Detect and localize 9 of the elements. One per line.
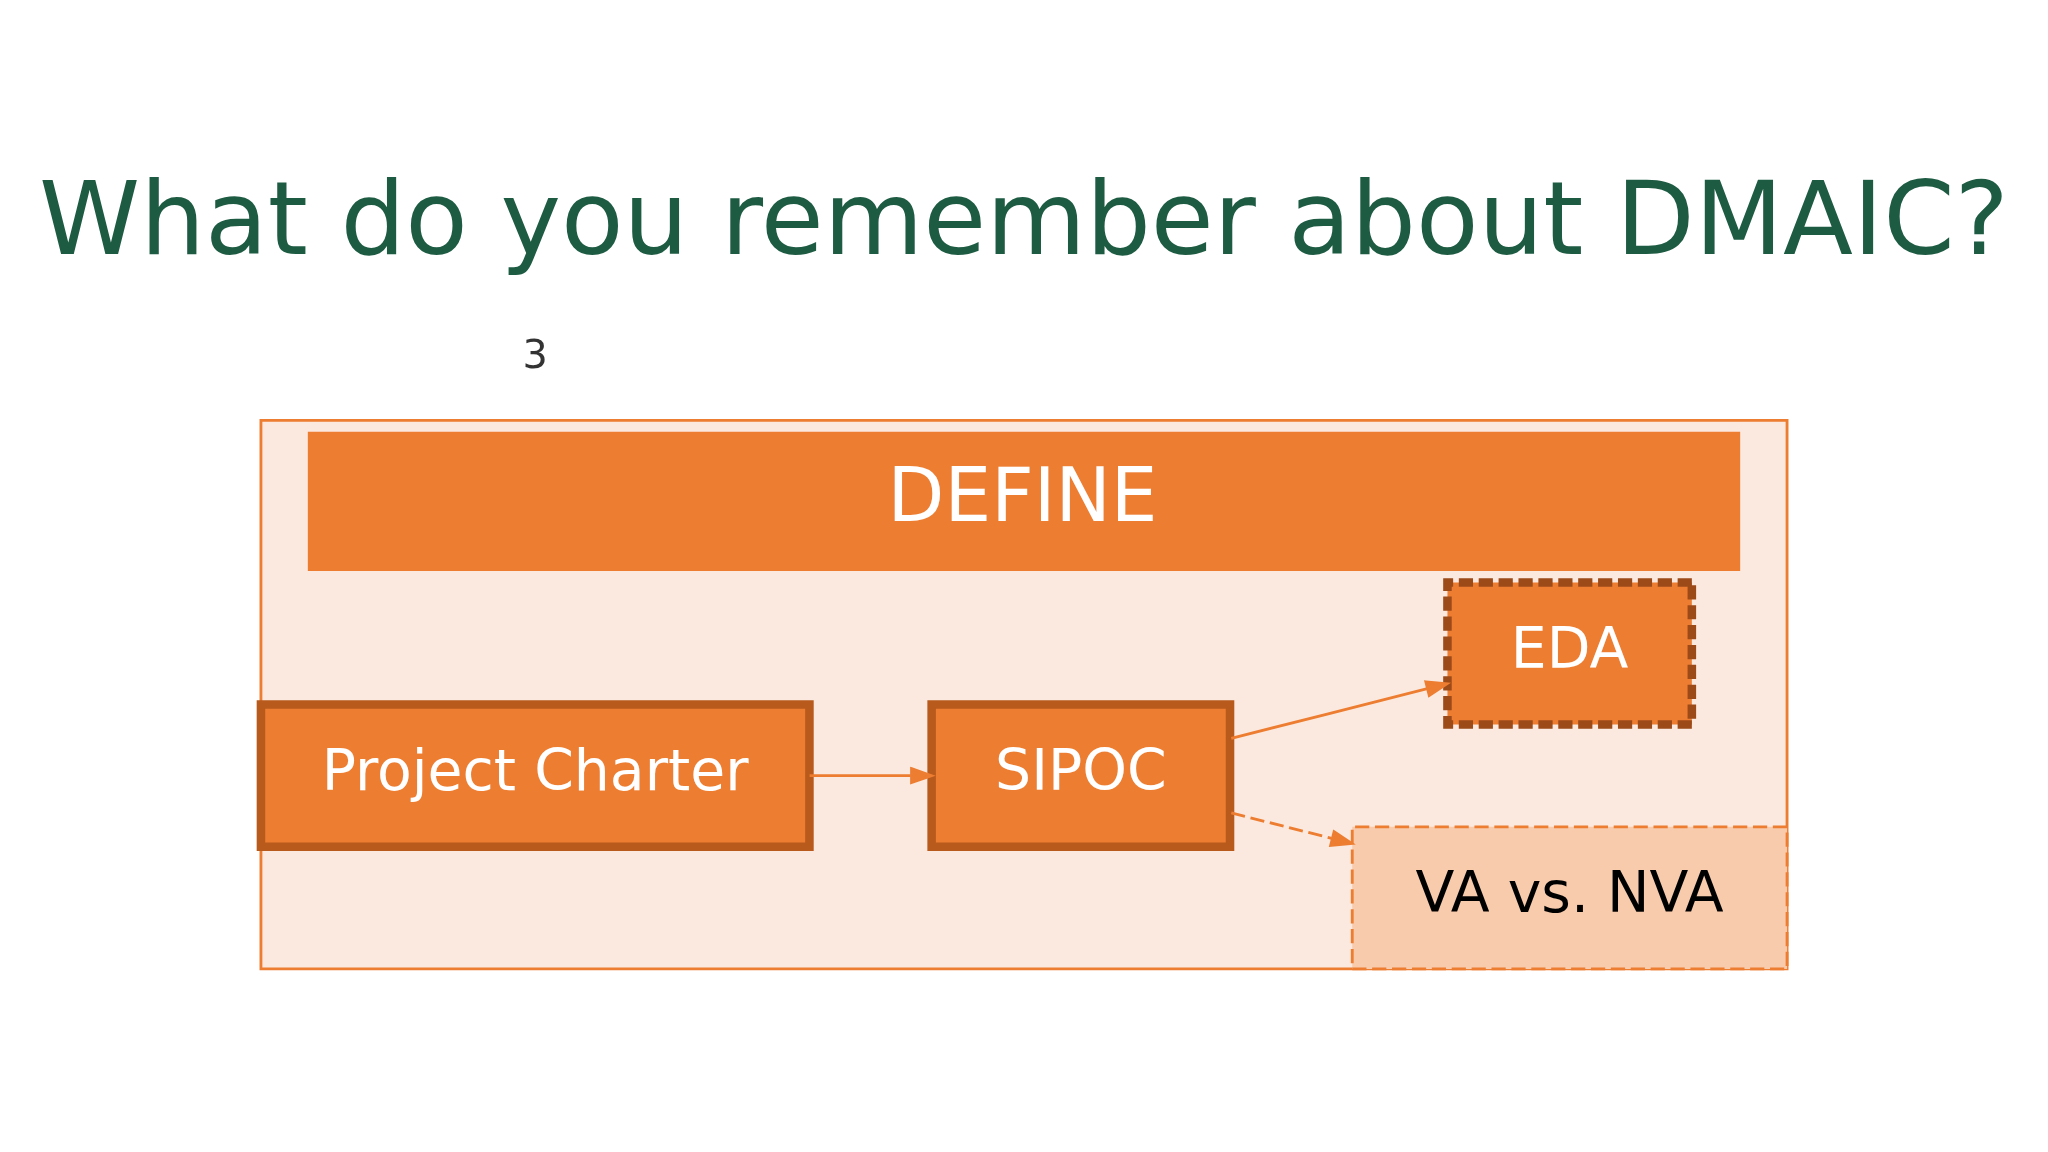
arrow	[809, 766, 936, 785]
arrow	[1230, 811, 1356, 847]
label: 3	[522, 331, 548, 378]
node-box: VA vs. NVA	[1350, 825, 1789, 971]
arrow	[1230, 680, 1451, 740]
node-box: SIPOC	[927, 700, 1235, 851]
node-box: Project Charter	[256, 700, 814, 851]
node-box: EDA	[1443, 578, 1697, 729]
diagram-title: What do you remember about DMAIC?	[39, 158, 2009, 278]
